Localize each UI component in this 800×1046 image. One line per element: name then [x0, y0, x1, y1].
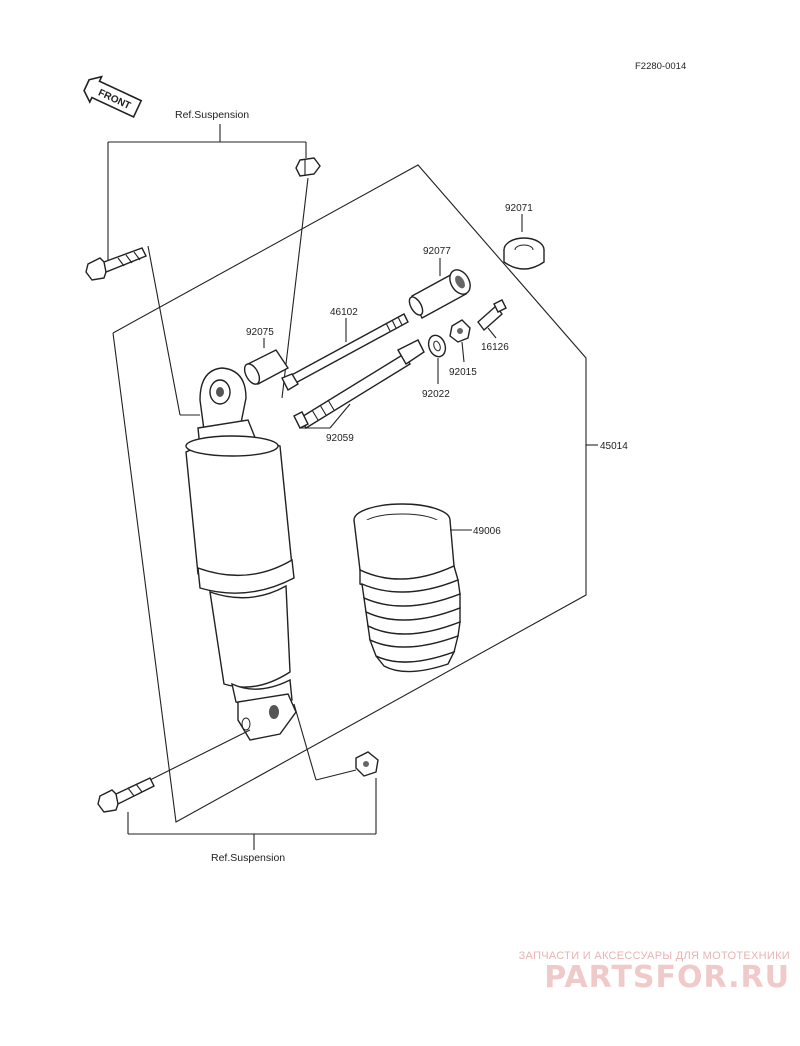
part-label-92071: 92071	[505, 203, 533, 214]
front-arrow-icon: FRONT	[83, 75, 143, 119]
bottom-bolt	[97, 777, 155, 813]
watermark-tagline: ЗАПЧАСТИ И АКСЕССУАРЫ ДЛЯ МОТОТЕХНИКИ	[518, 950, 790, 962]
part-label-92059: 92059	[326, 433, 354, 444]
bolt-46102	[281, 313, 409, 391]
collar-92075	[243, 349, 290, 385]
ref-suspension-bottom-label: Ref.Suspension	[211, 852, 285, 864]
ref-suspension-top-label: Ref.Suspension	[175, 109, 249, 121]
part-label-92077: 92077	[423, 246, 451, 257]
nut-92015	[449, 319, 471, 343]
assembly-45014-frame	[112, 164, 587, 823]
part-label-92015: 92015	[449, 367, 477, 378]
part-label-92075: 92075	[246, 327, 274, 338]
bolt-92059	[293, 339, 425, 429]
grease-nipple-16126	[477, 299, 507, 332]
watermark: ЗАПЧАСТИ И АКСЕССУАРЫ ДЛЯ МОТОТЕХНИКИ PA…	[519, 950, 790, 995]
watermark-logo: PARTSFOR.RU	[544, 960, 790, 995]
washer-92022	[427, 334, 447, 358]
diagram-code: F2280-0014	[635, 61, 686, 72]
part-label-49006: 49006	[473, 526, 501, 537]
dust-boot-49006	[353, 503, 461, 673]
part-label-92022: 92022	[422, 389, 450, 400]
part-label-45014: 45014	[600, 441, 628, 452]
top-bolt	[85, 247, 147, 281]
part-label-46102: 46102	[330, 307, 358, 318]
bottom-nut	[355, 751, 379, 777]
ref-suspension-top-bracket: Ref.Suspension	[107, 109, 307, 262]
bushing-92071	[503, 237, 545, 270]
shock-absorber	[185, 367, 297, 741]
sleeve-92077	[408, 269, 471, 319]
part-label-16126: 16126	[481, 342, 509, 353]
ref-suspension-bottom-bracket: Ref.Suspension	[127, 778, 377, 864]
top-nut	[295, 157, 321, 177]
